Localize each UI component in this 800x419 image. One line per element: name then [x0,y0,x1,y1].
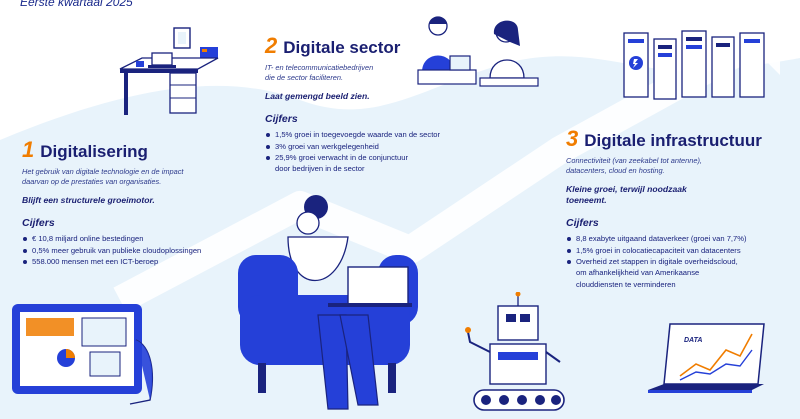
tablet-illustration [12,304,153,405]
facts-list: 8,8 exabyte uitgaand dataverkeer (groei … [566,233,794,290]
fact-item: 8,8 exabyte uitgaand dataverkeer (groei … [566,233,794,244]
fact-item: 1,5% groei in toegevoegde waarde van de … [265,129,505,140]
two-people-illustration [417,16,539,87]
figures-heading: Cijfers [265,113,298,126]
fact-item: Overheid zet stappen in digitale overhei… [566,256,794,267]
fact-item: € 10,8 miljard online bestedingen [22,233,262,244]
section-digitale-infrastructuur: 3 Digitale infrastructuur Connectiviteit… [566,128,794,290]
laptop-screen-label: DATA [684,337,702,344]
section-conclusion: Laat gemengd beeld zien. [265,90,370,101]
section-conclusion: Kleine groei, terwijl noodzaak toeneemt. [566,183,687,206]
fact-item: 558.000 mensen met een ICT-beroep [22,256,262,267]
section-description: Het gebruik van digitale technologie en … [22,167,184,186]
section-digitale-sector: 2 Digitale sector IT- en telecommunicati… [265,35,505,175]
robot-illustration [465,292,565,411]
data-laptop-illustration: DATA [648,323,765,393]
section-number: 3 [566,126,579,151]
fact-item-continuation: om afhankelijkheid van Amerikaanse [576,268,700,278]
section-digitalisering: 1 Digitalisering Het gebruik van digital… [22,139,262,267]
section-number: 1 [22,137,35,162]
section-conclusion: Blijft een structurele groeimotor. [22,194,155,205]
desk-illustration [119,27,219,115]
section-title: Digitale infrastructuur [584,131,762,150]
facts-list: 1,5% groei in toegevoegde waarde van de … [265,129,505,175]
person-armchair-illustration [238,195,418,410]
figures-heading: Cijfers [22,217,55,230]
fact-item: 25,9% groei verwacht in de conjunctuur [265,152,505,163]
fact-item: 3% groei van werkgelegenheid [265,141,505,152]
figures-heading: Cijfers [566,217,599,230]
fact-item: 0,5% meer gebruik van publieke cloudoplo… [22,245,262,256]
section-title: Digitale sector [283,38,401,57]
fact-item-continuation: clouddiensten te verminderen [576,279,676,289]
facts-list: € 10,8 miljard online bestedingen 0,5% m… [22,233,262,267]
fact-item: 1,5% groei in colocatiecapaciteit van da… [566,245,794,256]
section-description: Connectiviteit (van zeekabel tot antenne… [566,156,702,175]
server-racks-illustration [623,30,765,100]
section-description: IT- en telecommunicatiebedrijven die de … [265,63,374,82]
section-number: 2 [265,33,278,58]
section-title: Digitalisering [40,142,148,161]
period-label: Eerste kwartaal 2025 [20,0,133,9]
fact-item-continuation: door bedrijven in de sector [275,164,365,174]
